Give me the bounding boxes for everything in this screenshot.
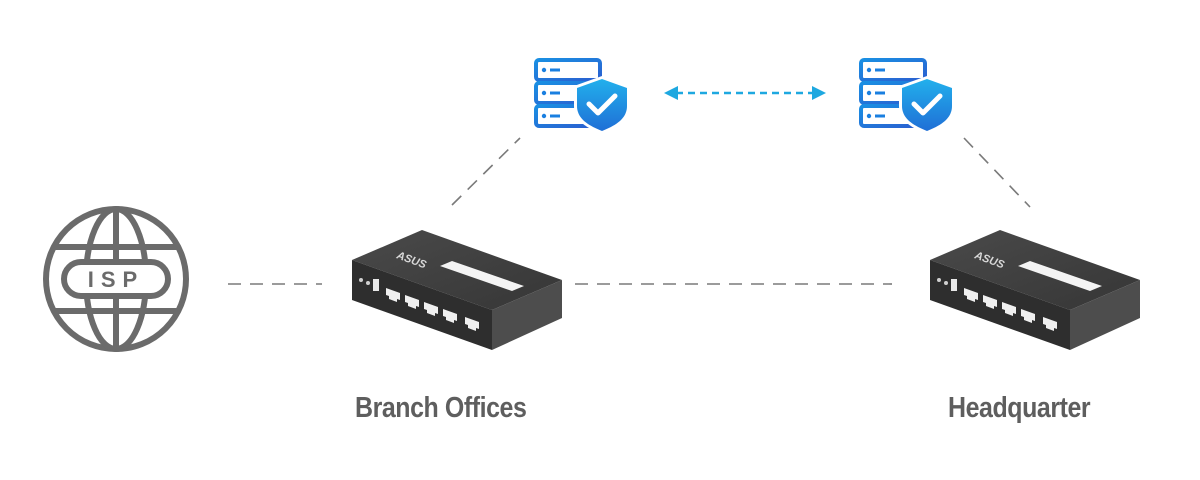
branch-router: ASUS	[352, 230, 562, 350]
hq-secure-server-icon	[861, 60, 955, 134]
hq-router: ASUS	[930, 230, 1140, 350]
connection-lines	[228, 137, 1031, 285]
isp-label: ISP	[88, 267, 144, 292]
branch-secure-server-icon	[536, 60, 630, 134]
headquarter-label: Headquarter	[948, 392, 1091, 424]
branch-server-link	[451, 137, 521, 206]
hq-server-link	[963, 137, 1031, 208]
vpn-tunnel-arrow	[664, 86, 826, 100]
branch-offices-label: Branch Offices	[355, 392, 527, 424]
isp-globe-icon: ISP	[43, 206, 189, 352]
